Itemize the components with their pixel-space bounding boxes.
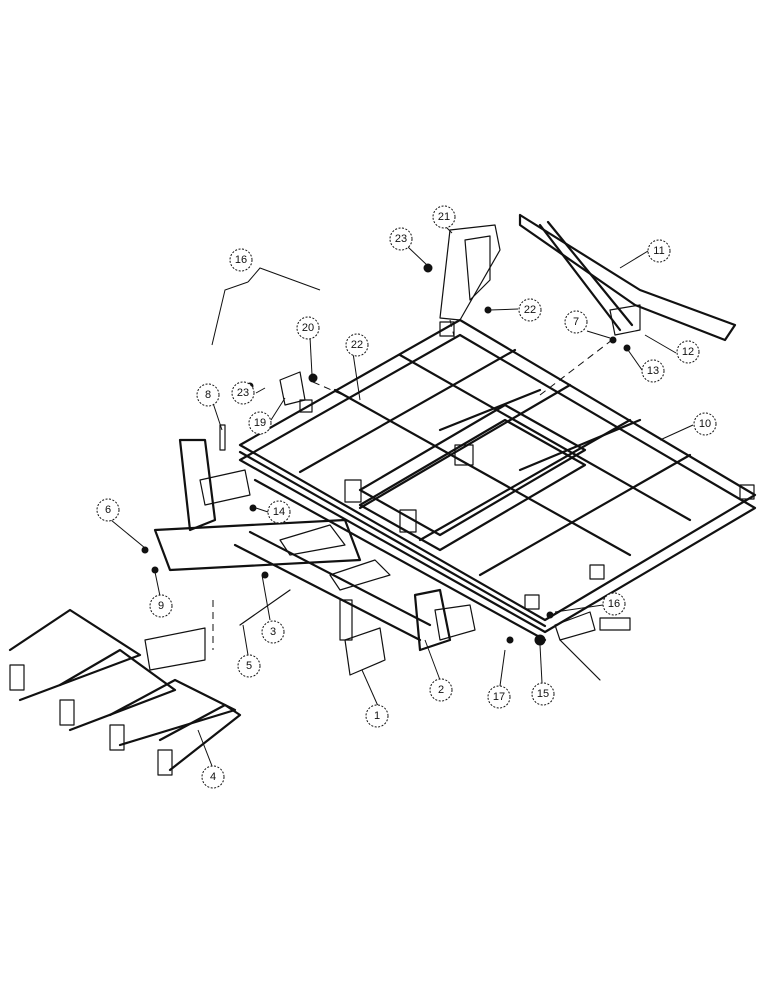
callout-3: 3 bbox=[261, 620, 285, 644]
callout-20-label: 20 bbox=[302, 322, 314, 334]
callout-21: 21 bbox=[432, 205, 456, 229]
callout-16a: 16 bbox=[602, 592, 626, 616]
callout-17: 17 bbox=[487, 685, 511, 709]
callout-10-label: 10 bbox=[699, 418, 711, 430]
callout-17-label: 17 bbox=[493, 691, 505, 703]
callout-21-label: 21 bbox=[438, 211, 450, 223]
callout-9-label: 9 bbox=[158, 600, 164, 612]
alignment-lines bbox=[212, 319, 613, 650]
callout-8: 8 bbox=[196, 383, 220, 407]
callout-6: 6 bbox=[96, 498, 120, 522]
callout-8-label: 8 bbox=[205, 389, 211, 401]
callout-15-label: 15 bbox=[537, 688, 549, 700]
callout-22a: 22 bbox=[345, 333, 369, 357]
callout-4-label: 4 bbox=[210, 771, 216, 783]
callout-19: 19 bbox=[248, 411, 272, 435]
callout-7: 7 bbox=[564, 310, 588, 334]
callout-20: 20 bbox=[296, 316, 320, 340]
mount-bracket bbox=[439, 224, 501, 321]
hitch-assembly bbox=[518, 213, 737, 342]
callout-3-label: 3 bbox=[270, 626, 276, 638]
callout-13-label: 13 bbox=[647, 365, 659, 377]
callout-22b-label: 22 bbox=[524, 304, 536, 316]
rear-attachment bbox=[8, 608, 242, 776]
main-frame bbox=[238, 318, 757, 642]
hardware-parts bbox=[141, 263, 631, 681]
callout-5-label: 5 bbox=[246, 660, 252, 672]
callout-16b: 16 bbox=[229, 248, 253, 272]
callout-15: 15 bbox=[531, 682, 555, 706]
callout-2-label: 2 bbox=[438, 684, 444, 696]
leader-lines bbox=[110, 216, 694, 767]
callout-11-label: 11 bbox=[653, 245, 664, 257]
callout-23b-label: 23 bbox=[237, 387, 249, 399]
callout-14: 14 bbox=[267, 500, 291, 524]
front-toolbar bbox=[153, 438, 476, 676]
callout-22b: 22 bbox=[518, 298, 542, 322]
callout-1: 1 bbox=[365, 704, 389, 728]
callout-13: 13 bbox=[641, 359, 665, 383]
callout-23a: 23 bbox=[389, 227, 413, 251]
callout-10: 10 bbox=[693, 412, 717, 436]
callouts: 1 2 3 4 5 6 7 8 9 10 11 12 13 14 15 16 1… bbox=[96, 205, 717, 789]
callout-7-label: 7 bbox=[573, 316, 579, 328]
callout-5: 5 bbox=[237, 654, 261, 678]
callout-19-label: 19 bbox=[254, 417, 266, 429]
callout-6-label: 6 bbox=[105, 504, 111, 516]
callout-23a-label: 23 bbox=[395, 233, 407, 245]
callout-12: 12 bbox=[676, 340, 700, 364]
callout-4: 4 bbox=[201, 765, 225, 789]
callout-16b-label: 16 bbox=[235, 254, 247, 266]
callout-14-label: 14 bbox=[273, 506, 285, 518]
callout-11: 11 bbox=[647, 239, 671, 263]
callout-2: 2 bbox=[429, 678, 453, 702]
callout-1-label: 1 bbox=[374, 710, 380, 722]
callout-23b: 23 bbox=[231, 381, 255, 405]
callout-12-label: 12 bbox=[682, 346, 694, 358]
callout-9: 9 bbox=[149, 594, 173, 618]
callout-22a-label: 22 bbox=[351, 339, 363, 351]
callout-16a-label: 16 bbox=[608, 598, 620, 610]
